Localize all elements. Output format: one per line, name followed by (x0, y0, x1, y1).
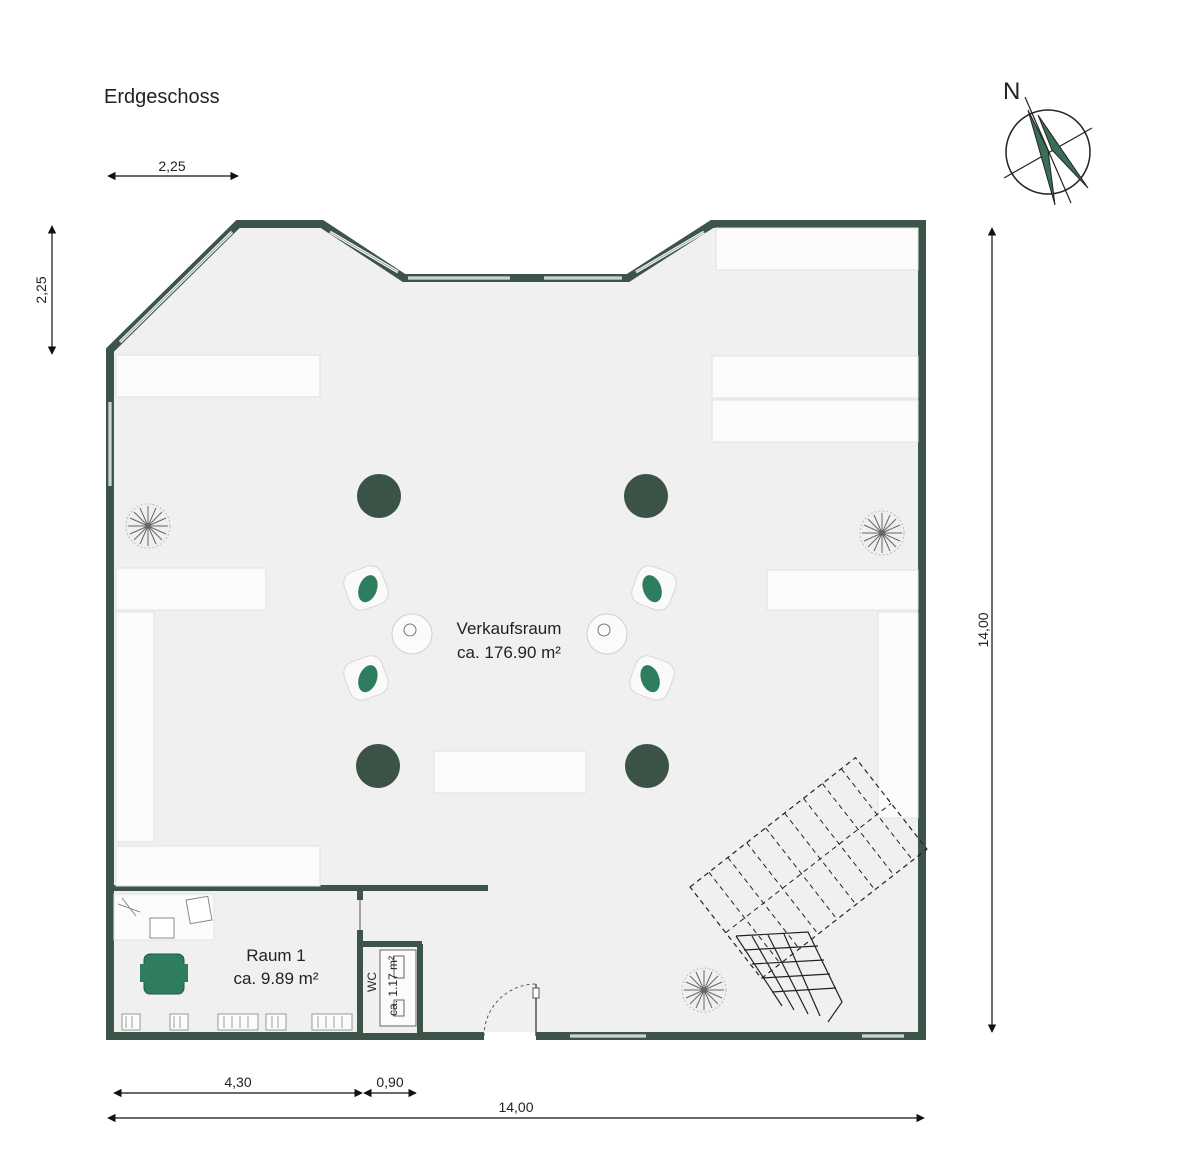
office-desk (117, 895, 213, 939)
compass-icon: N (1003, 78, 1093, 206)
floor-title: Erdgeschoss (104, 86, 220, 108)
wc-fixtures (379, 949, 417, 1027)
room-area-sales: ca. 176.90 m² (457, 643, 561, 662)
room-area-room1: ca. 9.89 m² (233, 969, 318, 988)
lounge-chairs (343, 565, 677, 701)
window-glazing (109, 231, 904, 1037)
dim-bottom-total: 14,00 (498, 1099, 533, 1115)
columns (356, 474, 669, 788)
dim-left: 2,25 (33, 276, 49, 303)
entrance-door (483, 983, 540, 1040)
office-chair-icon (140, 953, 188, 995)
compass-label: N (1003, 78, 1020, 105)
side-tables (391, 613, 628, 655)
staircase-lower (735, 931, 843, 1023)
room-area-wc: ca. 1.17 m² (386, 956, 400, 1016)
room-name-wc: WC (365, 972, 379, 992)
shelves (113, 227, 919, 941)
filing-shelf-lines (125, 1016, 343, 1028)
dim-bottom-room1: 4,30 (224, 1074, 251, 1090)
room-name-room1: Raum 1 (246, 946, 306, 965)
room-name-sales: Verkaufsraum (457, 619, 562, 638)
dim-top: 2,25 (158, 158, 185, 174)
plant-icon (125, 503, 905, 1013)
dimension-lines (47, 171, 997, 1123)
dim-bottom-wc: 0,90 (376, 1074, 403, 1090)
dim-right: 14,00 (975, 612, 991, 647)
